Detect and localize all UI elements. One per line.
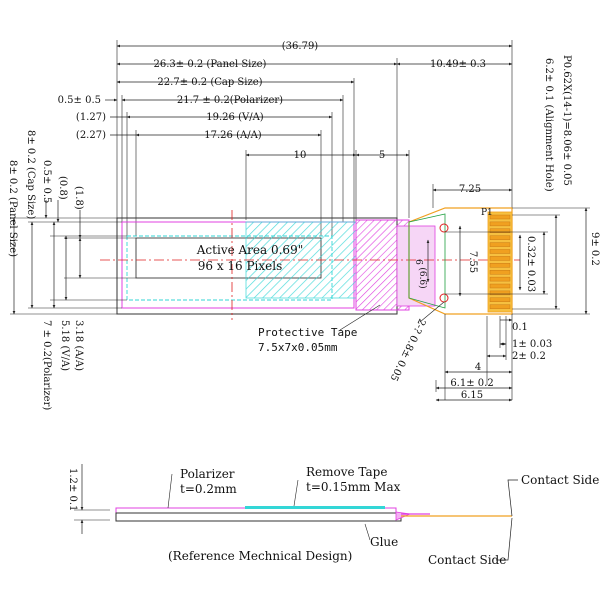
dim-left-va: 5.18 (V/A) [59, 320, 70, 371]
contact-pin [489, 283, 511, 289]
contact-pin [489, 256, 511, 261]
contact-side-top: Contact Side [521, 473, 599, 487]
contact-pin [489, 276, 511, 282]
hole-leader [419, 301, 445, 323]
dim-2: 2± 0.2 [512, 351, 546, 362]
dim-left-18: (1.8) [73, 186, 84, 210]
side-remove-tape-label: Remove Tape [306, 465, 387, 479]
active-area-pixels: 96 x 16 Pixels [198, 259, 283, 273]
dim-inner-66: (6.6) [417, 267, 428, 288]
side-remove-tape-thickness: t=0.15mm Max [306, 480, 401, 494]
contact-pin [489, 290, 511, 296]
contact-pins [489, 214, 511, 309]
top-dimension-lines [105, 44, 513, 157]
dim-hole-diameter: 2-? 0.8± 0.05 [387, 317, 427, 383]
side-panel [115, 512, 402, 522]
side-thickness: 1.2± 0.1 [67, 468, 78, 511]
side-polarizer-thickness: t=0.2mm [180, 482, 237, 496]
pin-1-label: P1 [481, 208, 493, 218]
top-extension-lines [116, 40, 513, 236]
dim-755: 7.55 [467, 251, 478, 273]
alignment-hole-top [439, 223, 449, 233]
dim-overall: (36.79) [282, 41, 319, 52]
dim-panel-size: 26.3± 0.2 (Panel Size) [154, 59, 267, 70]
dim-1: 1± 0.03 [512, 339, 552, 350]
dim-five: 5 [379, 150, 385, 161]
dim-cap-size: 22.7± 0.2 (Cap Size) [157, 77, 262, 88]
contact-pin [489, 242, 511, 247]
fpc-connector: P1 7.55 [408, 207, 513, 315]
dim-fpc-width: 7.25 [459, 184, 481, 195]
dim-aa-offset: (2.27) [76, 130, 106, 141]
dim-pin-width: 0.32± 0.03 [525, 236, 536, 292]
dim-polarizer: 21.7 ± 0.2(Polarizer) [177, 95, 283, 106]
contact-pin [489, 270, 511, 275]
dim-left-aa: 3.18 (A/A) [73, 320, 84, 371]
dim-ten: 10 [294, 150, 307, 161]
contact-pin [489, 214, 511, 220]
side-polarizer-label: Polarizer [180, 467, 235, 481]
dim-pin-pitch: P0.62X(14-1)=8.06± 0.05 [561, 55, 572, 186]
alignment-hole-bottom [439, 293, 449, 303]
active-area-label: Active Area 0.69" [196, 243, 303, 257]
protective-tape-spec: 7.5x7x0.05mm [258, 341, 338, 354]
side-remove-tape [245, 506, 385, 509]
side-glue-label: Glue [370, 535, 398, 549]
protective-tape-label: Protective Tape [258, 326, 357, 339]
contact-pin [489, 221, 511, 227]
dim-height: 9± 0.2 [589, 232, 600, 266]
dim-va-offset: (1.27) [76, 112, 106, 123]
contact-pin [489, 304, 511, 309]
dim-offset-05: 0.5± 0.5 [58, 95, 101, 106]
contact-side-bottom: Contact Side [428, 553, 506, 567]
dim-left-panel-size: 8± 0.2 (Panel Size) [7, 160, 18, 257]
contact-pin [489, 249, 511, 254]
dim-va: 19.26 (V/A) [206, 112, 264, 123]
dim-aa: 17.26 (A/A) [204, 130, 262, 141]
top-dimension-labels: (36.79) 26.3± 0.2 (Panel Size) 10.49± 0.… [58, 41, 486, 161]
contact-pin [489, 235, 511, 240]
dim-fpc-length: 10.49± 0.3 [430, 59, 486, 70]
contact-pin [489, 228, 511, 234]
dim-inner-6: 6 [413, 259, 423, 265]
fpc-stiffener-outline [408, 213, 446, 309]
dim-615: 6.15 [461, 390, 483, 401]
reference-caption: (Reference Mechnical Design) [168, 549, 352, 563]
contact-pin [489, 297, 511, 302]
ic-region [396, 225, 436, 307]
panel-body: Active Area 0.69" 96 x 16 Pixels 6 (6.6) [100, 210, 520, 320]
left-dimensions: 8± 0.2 (Panel Size) 8± 0.2 (Cap Size) 0.… [7, 130, 136, 410]
dim-01: 0.1 [512, 322, 528, 333]
dim-4: 4 [475, 362, 481, 373]
dim-left-08: (0.8) [57, 176, 68, 200]
dim-left-cap-size: 8± 0.2 (Cap Size) [25, 130, 36, 219]
dim-left-polarizer: 7 ± 0.2(Polarizer) [41, 320, 52, 410]
dim-61: 6.1± 0.2 [450, 378, 493, 389]
protective-tape-callout: Protective Tape 7.5x7x0.05mm [258, 304, 381, 354]
side-view: 1.2± 0.1 Polarizer t=0.2mm Remove Tape t… [67, 464, 599, 567]
contact-pad-strip [487, 211, 513, 313]
top-view: (36.79) 26.3± 0.2 (Panel Size) 10.49± 0.… [7, 40, 600, 410]
contact-pin [489, 263, 511, 268]
dim-left-half-mm: 0.5± 0.5 [41, 160, 52, 203]
dim-alignment-hole: 6.2± 0.1 (Alignment Hole) [543, 58, 554, 192]
